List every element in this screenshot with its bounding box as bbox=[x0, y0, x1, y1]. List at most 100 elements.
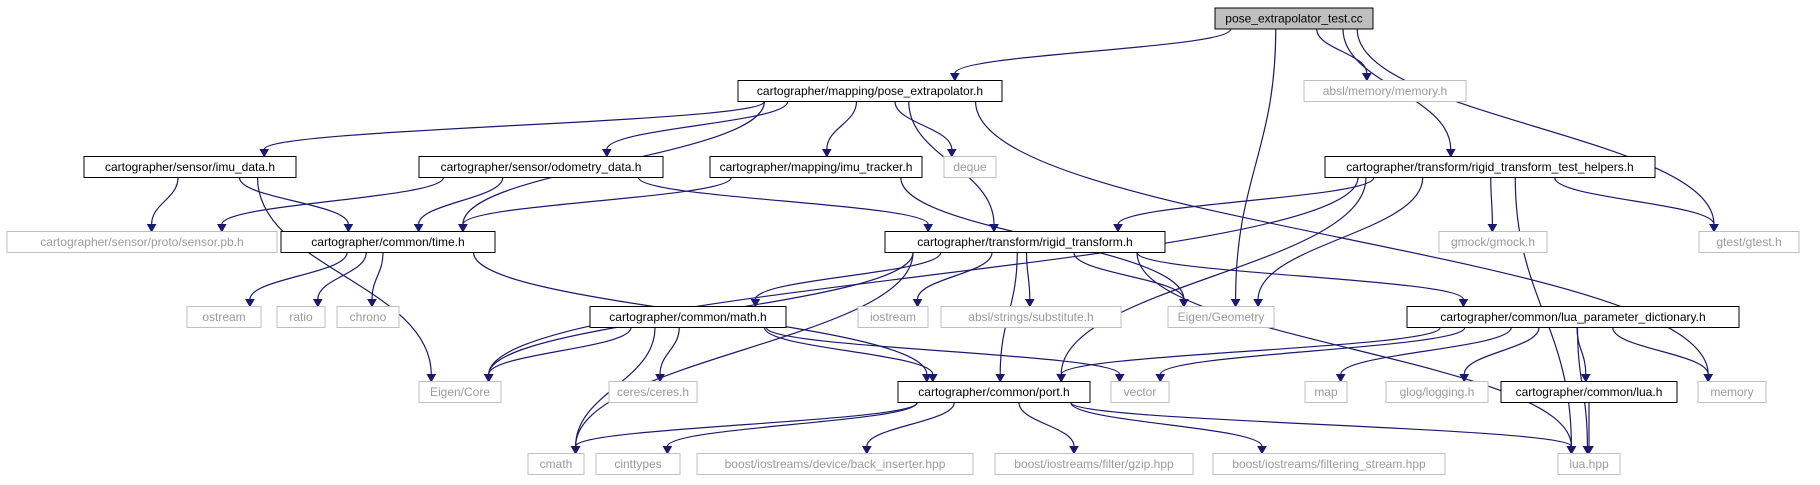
arrowhead-icon bbox=[146, 224, 157, 233]
arrowhead-icon bbox=[1703, 374, 1714, 383]
node-box[interactable] bbox=[1500, 381, 1678, 403]
file-node-math_h[interactable]: cartographer/common/math.h bbox=[589, 306, 787, 328]
node-label: cartographer/common/math.h bbox=[609, 310, 766, 324]
arrowhead-icon bbox=[1056, 374, 1067, 383]
file-node-rigid_transform[interactable]: cartographer/transform/rigid_transform.h bbox=[884, 231, 1166, 253]
node-box[interactable] bbox=[884, 231, 1166, 253]
arrowhead-icon bbox=[1179, 299, 1189, 308]
include-edge-port_h-to-filtering_stream bbox=[1070, 402, 1267, 455]
node-box[interactable] bbox=[897, 381, 1091, 403]
file-node-absl_substitute: absl/strings/substitute.h bbox=[940, 306, 1122, 328]
file-node-imu_data[interactable]: cartographer/sensor/imu_data.h bbox=[83, 156, 297, 178]
include-edge-port_h-to-cmath bbox=[570, 401, 918, 455]
node-box[interactable] bbox=[1324, 156, 1656, 178]
arrowhead-icon bbox=[413, 224, 424, 233]
arrowhead-icon bbox=[662, 446, 673, 455]
include-edge-rigid_transform-to-eigen_geometry bbox=[1073, 252, 1189, 308]
edge-line bbox=[263, 100, 765, 151]
node-label: gtest/gtest.h bbox=[1716, 235, 1781, 249]
file-node-chrono: chrono bbox=[336, 306, 400, 328]
node-box[interactable] bbox=[418, 156, 664, 178]
node-box bbox=[1110, 381, 1170, 403]
include-edge-port_h-to-gzip bbox=[1018, 402, 1079, 455]
include-edge-lua_param_dict-to-vector bbox=[1155, 326, 1466, 383]
edge-line bbox=[866, 402, 955, 447]
node-label: cartographer/sensor/imu_data.h bbox=[105, 160, 275, 174]
edge-line bbox=[1136, 252, 1572, 447]
edge-line bbox=[488, 177, 1359, 375]
arrowhead-icon bbox=[1230, 299, 1241, 308]
node-label: cinttypes bbox=[614, 457, 661, 471]
include-edge-pose_extrap_h-to-imu_tracker bbox=[821, 101, 858, 158]
file-node-glog: glog/logging.h bbox=[1385, 381, 1489, 403]
edge-line bbox=[826, 101, 858, 150]
arrowhead-icon bbox=[750, 299, 761, 308]
edge-line bbox=[1340, 327, 1512, 375]
node-label: cartographer/common/lua.h bbox=[1516, 385, 1663, 399]
file-node-lua_param_dict[interactable]: cartographer/common/lua_parameter_dictio… bbox=[1406, 306, 1740, 328]
file-node-sensor_pb: cartographer/sensor/proto/sensor.pb.h bbox=[6, 231, 278, 253]
arrowhead-icon bbox=[426, 374, 437, 383]
node-box bbox=[940, 306, 1122, 328]
edge-line bbox=[371, 252, 384, 300]
include-edge-pose_extrap_h-to-deque bbox=[894, 101, 957, 158]
file-node-rt_test_helpers[interactable]: cartographer/transform/rigid_transform_t… bbox=[1324, 156, 1656, 178]
node-box bbox=[696, 453, 974, 475]
node-box[interactable] bbox=[709, 156, 923, 178]
include-edge-rt_test_helpers-to-gmock bbox=[1487, 177, 1498, 233]
node-label: cmath bbox=[540, 457, 573, 471]
edge-line bbox=[1235, 28, 1277, 300]
node-box bbox=[6, 231, 278, 253]
arrowhead-icon bbox=[1257, 446, 1267, 455]
node-box bbox=[1557, 453, 1621, 475]
file-node-odometry_data[interactable]: cartographer/sensor/odometry_data.h bbox=[418, 156, 664, 178]
file-node-map: map bbox=[1304, 381, 1348, 403]
node-label: cartographer/common/time.h bbox=[311, 235, 464, 249]
file-node-gmock: gmock/gmock.h bbox=[1438, 231, 1548, 253]
arrowhead-icon bbox=[923, 224, 934, 233]
arrowhead-icon bbox=[995, 374, 1006, 383]
arrowhead-icon bbox=[483, 374, 494, 383]
file-node-ratio: ratio bbox=[276, 306, 326, 328]
node-box[interactable] bbox=[1406, 306, 1740, 328]
node-box[interactable] bbox=[280, 231, 496, 253]
node-box[interactable] bbox=[737, 80, 1003, 102]
include-edge-time_h-to-chrono bbox=[367, 252, 384, 308]
file-node-pose_extrap_h[interactable]: cartographer/mapping/pose_extrapolator.h bbox=[737, 80, 1003, 102]
include-edge-math_h-to-port_h bbox=[763, 327, 938, 383]
node-box[interactable] bbox=[83, 156, 297, 178]
node-box[interactable] bbox=[1214, 7, 1374, 30]
edge-line bbox=[1025, 252, 1031, 300]
edge-line bbox=[1356, 28, 1715, 225]
include-edge-lua_param_dict-to-glog bbox=[1459, 327, 1540, 383]
arrowhead-icon bbox=[949, 73, 960, 82]
node-label: ceres/ceres.h bbox=[617, 385, 689, 399]
node-label: absl/memory/memory.h bbox=[1323, 84, 1447, 98]
include-edge-rigid_transform-to-lua_param_dict bbox=[1136, 251, 1469, 308]
node-label: boost/iostreams/filter/gzip.hpp bbox=[1014, 457, 1174, 471]
node-label: ratio bbox=[289, 310, 313, 324]
arrowhead-icon bbox=[1114, 374, 1125, 383]
include-edge-lua_param_dict-to-memory bbox=[1612, 327, 1714, 383]
node-label: vector bbox=[1124, 385, 1157, 399]
edge-line bbox=[462, 177, 732, 225]
file-node-time_h[interactable]: cartographer/common/time.h bbox=[280, 231, 496, 253]
node-box[interactable] bbox=[589, 306, 787, 328]
file-node-root[interactable]: pose_extrapolator_test.cc bbox=[1214, 7, 1374, 30]
include-edge-math_h-to-ceres bbox=[655, 327, 680, 383]
include-edge-time_h-to-ostream bbox=[245, 252, 348, 308]
include-edge-odometry_data-to-rigid_transform bbox=[638, 177, 934, 233]
arrowhead-icon bbox=[1335, 374, 1346, 383]
node-box bbox=[336, 306, 400, 328]
edge-line bbox=[1117, 177, 1375, 225]
file-node-port_h[interactable]: cartographer/common/port.h bbox=[897, 381, 1091, 403]
edge-line bbox=[1316, 28, 1368, 74]
file-node-iostream: iostream bbox=[857, 306, 929, 328]
file-node-lua_h[interactable]: cartographer/common/lua.h bbox=[1500, 381, 1678, 403]
file-node-imu_tracker[interactable]: cartographer/mapping/imu_tracker.h bbox=[709, 156, 923, 178]
arrowhead-icon bbox=[216, 224, 227, 233]
arrowhead-icon bbox=[921, 374, 932, 383]
include-edge-lua_h-to-lua_hpp bbox=[1584, 402, 1594, 455]
node-box bbox=[186, 306, 262, 328]
arrowhead-icon bbox=[343, 224, 354, 233]
